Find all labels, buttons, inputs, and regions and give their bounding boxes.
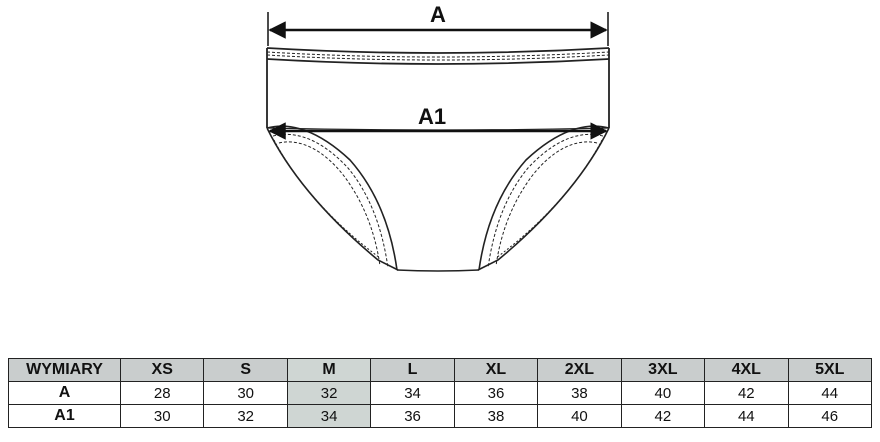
table-cell: 34 (370, 381, 455, 405)
table-cell: 40 (620, 381, 706, 405)
size-header-m: M (286, 358, 372, 382)
size-header-s: S (203, 358, 288, 382)
row-label: A (8, 381, 121, 405)
size-header-5xl: 5XL (787, 358, 872, 382)
table-cell: 42 (620, 404, 706, 428)
size-header-xs: XS (119, 358, 205, 382)
table-cell: 36 (370, 404, 455, 428)
table-cell: 44 (704, 404, 789, 428)
corner-label: WYMIARY (8, 358, 121, 382)
size-header-4xl: 4XL (704, 358, 789, 382)
briefs-outline (266, 47, 610, 272)
table-cell: 28 (119, 381, 205, 405)
table-cell: 38 (537, 381, 622, 405)
row-label: A1 (8, 404, 121, 428)
waist-label: A (430, 2, 446, 27)
table-cell: 34 (286, 404, 372, 428)
waist-dimension: A (267, 2, 609, 46)
hip-dimension: A1 (268, 104, 608, 140)
table-cell: 30 (119, 404, 205, 428)
table-cell: 32 (286, 381, 372, 405)
hip-label: A1 (418, 104, 446, 129)
table-cell: 42 (704, 381, 789, 405)
size-header-l: L (370, 358, 455, 382)
size-header-3xl: 3XL (620, 358, 706, 382)
size-header-2xl: 2XL (537, 358, 622, 382)
table-cell: 38 (453, 404, 539, 428)
table-cell: 32 (203, 404, 288, 428)
table-cell: 36 (453, 381, 539, 405)
table-cell: 30 (203, 381, 288, 405)
table-cell: 44 (787, 381, 872, 405)
briefs-measurement-diagram: A A1 (266, 2, 610, 272)
table-cell: 46 (787, 404, 872, 428)
size-header-xl: XL (453, 358, 539, 382)
table-cell: 40 (537, 404, 622, 428)
